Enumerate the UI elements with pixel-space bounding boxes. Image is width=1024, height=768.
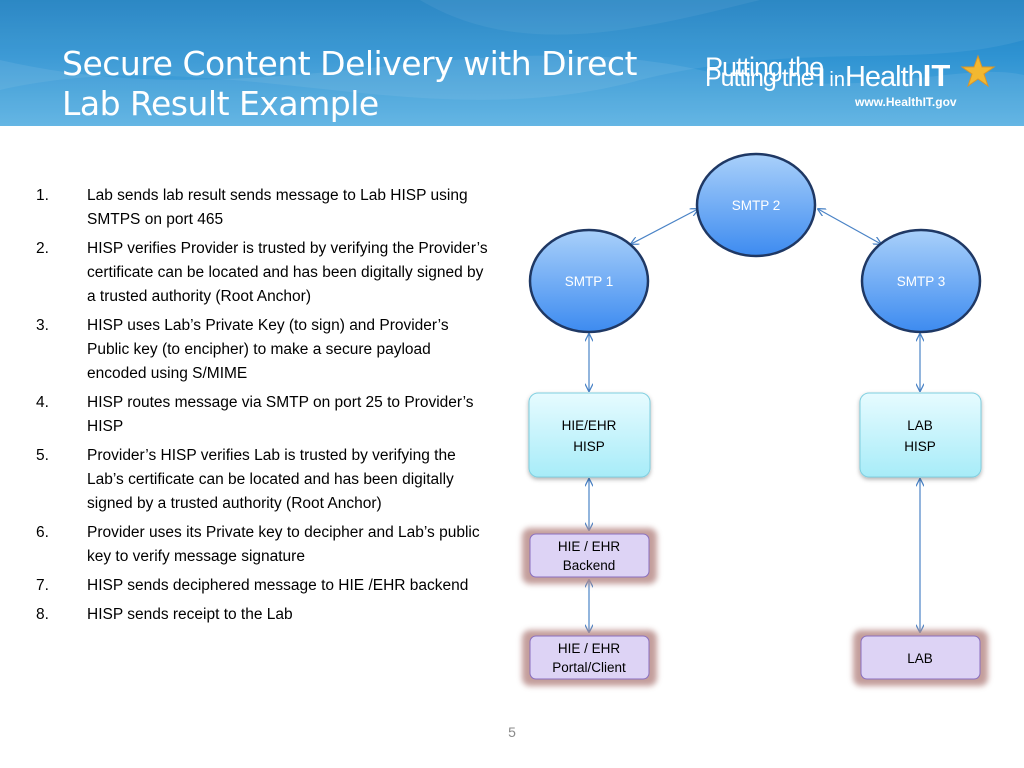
hie-ehr-portal-line1: HIE / EHR (558, 641, 621, 656)
step-text: HISP sends deciphered message to HIE /EH… (87, 577, 469, 594)
star-icon (960, 54, 996, 88)
hie-ehr-portal-node: HIE / EHR Portal/Client (522, 630, 657, 686)
step-text: Provider’s HISP verifies Lab is trusted … (87, 447, 456, 512)
step-item: 1. Lab sends lab result sends message to … (36, 184, 494, 232)
hie-ehr-portal-line2: Portal/Client (552, 660, 626, 675)
logo-text-putting: Putting the (705, 52, 824, 82)
step-text: HISP sends receipt to the Lab (87, 606, 293, 623)
step-number: 5. (36, 447, 49, 464)
step-item: 4. HISP routes message via SMTP on port 2… (36, 391, 494, 439)
smtp1-node: SMTP 1 (528, 228, 650, 334)
step-text: HISP routes message via SMTP on port 25 … (87, 394, 474, 435)
lab-hisp-line2: HISP (904, 439, 936, 454)
title-line-1: Secure Content Delivery with Direct (62, 44, 637, 83)
title-line-2: Lab Result Example (62, 84, 379, 123)
hie-ehr-backend-line1: HIE / EHR (558, 539, 621, 554)
step-text: Lab sends lab result sends message to La… (87, 187, 468, 228)
step-number: 3. (36, 317, 49, 334)
lab-hisp-line1: LAB (907, 418, 933, 433)
step-item: 3. HISP uses Lab’s Private Key (to sign) … (36, 314, 494, 386)
smtp3-node: SMTP 3 (860, 228, 982, 334)
smtp3-label: SMTP 3 (897, 274, 946, 289)
page-number: 5 (508, 724, 516, 740)
step-number: 1. (36, 187, 49, 204)
lab-label: LAB (907, 651, 933, 666)
step-number: 7. (36, 577, 49, 594)
hie-ehr-backend-node: HIE / EHR Backend (522, 528, 657, 584)
logo-putting-the: Putting the (705, 64, 815, 92)
hie-ehr-hisp-line1: HIE/EHR (562, 418, 617, 433)
arrow-smtp2-smtp3 (818, 209, 881, 244)
smtp1-label: SMTP 1 (565, 274, 614, 289)
step-text: Provider uses its Private key to deciphe… (87, 524, 480, 565)
step-number: 4. (36, 394, 49, 411)
hie-ehr-backend-line2: Backend (563, 558, 616, 573)
logo-i: I (817, 64, 825, 92)
healthit-logo: Putting the in (705, 52, 824, 83)
logo-health: Health (844, 61, 924, 93)
logo-it: IT (922, 58, 951, 93)
step-item: 2. HISP verifies Provider is trusted by v… (36, 237, 494, 309)
step-item: 8. HISP sends receipt to the Lab (36, 603, 494, 627)
step-item: 6. Provider uses its Private key to decip… (36, 521, 494, 569)
step-text: HISP verifies Provider is trusted by ver… (87, 240, 488, 305)
hie-ehr-hisp-node: HIE/EHR HISP (528, 392, 651, 478)
smtp2-node: SMTP 2 (695, 152, 817, 258)
banner-wave-decoration (0, 0, 1024, 126)
logo-in: in (829, 69, 845, 91)
arrow-smtp1-smtp2 (631, 209, 698, 244)
logo-text: Putting the in (705, 52, 824, 83)
header-banner: Secure Content Delivery with Direct Lab … (0, 0, 1024, 126)
smtp2-label: SMTP 2 (732, 198, 781, 213)
step-item: 5. Provider’s HISP verifies Lab is truste… (36, 444, 494, 516)
lab-node: LAB (853, 630, 988, 686)
step-number: 8. (36, 606, 49, 623)
lab-hisp-node: LAB HISP (859, 392, 982, 478)
step-number: 6. (36, 524, 49, 541)
step-item: 7. HISP sends deciphered message to HIE /… (36, 574, 494, 598)
logo-url: www.HealthIT.gov (855, 95, 957, 109)
step-number: 2. (36, 240, 49, 257)
logo: Putting the I inHealthIT (705, 58, 950, 94)
step-text: HISP uses Lab’s Private Key (to sign) an… (87, 317, 449, 382)
slide-title: Secure Content Delivery with Direct Lab … (62, 44, 637, 124)
steps-list: 1. Lab sends lab result sends message to … (36, 184, 494, 632)
hie-ehr-hisp-line2: HISP (573, 439, 605, 454)
